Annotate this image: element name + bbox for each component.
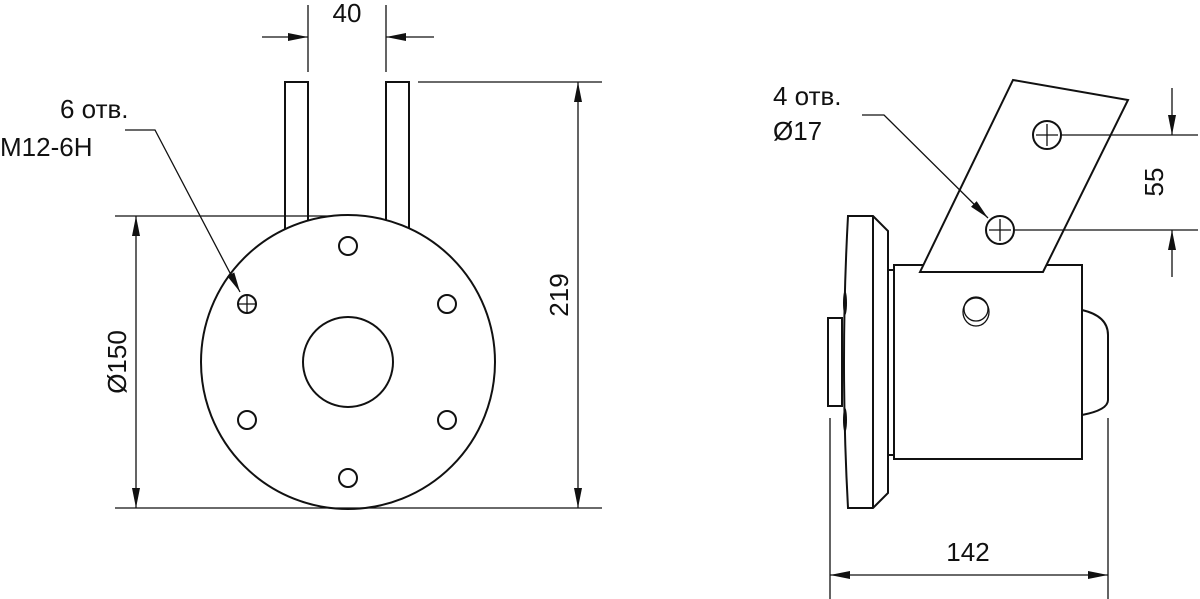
mounting-bracket	[918, 78, 1130, 273]
dim-length-label: 142	[946, 537, 989, 567]
dimension-40: 40	[262, 0, 434, 72]
dim-height-label: 219	[544, 273, 574, 316]
holes-leader: 6 отв. M12-6H	[0, 94, 241, 293]
dimension-219: 219	[115, 81, 602, 509]
bracket-plate-left	[284, 81, 309, 233]
hub	[827, 317, 843, 407]
front-view: 40 219 Ø150 6 отв. M12-6H	[0, 0, 602, 510]
bolt-holes	[237, 236, 457, 488]
dimension-diameter: Ø150	[102, 215, 330, 508]
dim-width-label: 40	[333, 0, 362, 28]
flange-circle	[200, 214, 496, 510]
holes-note-line2: M12-6H	[0, 132, 92, 162]
dim-diameter-label: Ø150	[102, 330, 132, 394]
bracket-plate-right	[385, 81, 410, 233]
dim-spacing-label: 55	[1139, 168, 1169, 197]
side-holes-note-line1: 4 отв.	[773, 81, 842, 111]
holes-note-line1: 6 отв.	[60, 94, 129, 124]
center-bore	[302, 316, 394, 408]
flange	[843, 215, 889, 509]
side-holes-note-line2: Ø17	[773, 116, 822, 146]
body	[893, 264, 1083, 460]
nut	[962, 297, 990, 327]
end-cap	[1081, 309, 1109, 416]
side-holes-leader: 4 отв. Ø17	[773, 81, 989, 219]
dimension-142: 142	[829, 418, 1109, 599]
side-view: 55 142 4 отв. Ø17	[773, 78, 1198, 599]
dimension-55: 55	[1015, 88, 1198, 277]
